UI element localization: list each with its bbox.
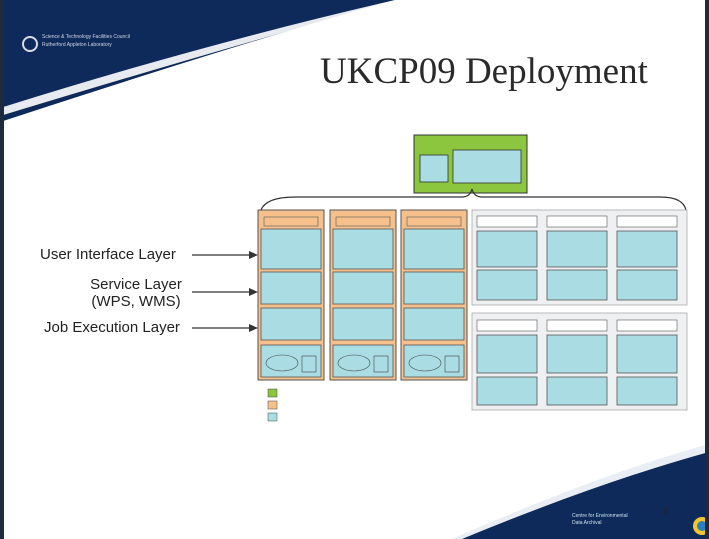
service-layer-label: Service Layer (WPS, WMS): [82, 276, 190, 310]
orange-column-2: [329, 209, 397, 381]
slide-title: UKCP09 Deployment: [320, 51, 648, 92]
service-layer-subtitle: (WPS, WMS): [91, 293, 181, 310]
orange-column-1: [257, 209, 325, 381]
footer-line-2: Data Archival: [572, 520, 602, 526]
white-panel-top: [471, 209, 688, 306]
page-number: 5: [663, 506, 669, 516]
job-layer-label: Job Execution Layer: [44, 319, 180, 336]
layer-arrows: [192, 251, 258, 332]
orange-column-3: [400, 209, 468, 381]
logo-line-2: Rutherford Appleton Laboratory: [42, 42, 112, 48]
diagram-legend: [267, 388, 278, 422]
ui-layer-label: User Interface Layer: [40, 246, 176, 263]
white-panel-bottom: [471, 312, 688, 411]
organisation-logo: Science & Technology Facilities Council …: [22, 34, 212, 54]
logo-icon: [22, 36, 38, 52]
service-layer-title: Service Layer: [90, 276, 182, 293]
green-host: [413, 134, 528, 194]
logo-line-1: Science & Technology Facilities Council: [42, 34, 131, 40]
footer-line-1: Centre for Environmental: [572, 513, 628, 519]
